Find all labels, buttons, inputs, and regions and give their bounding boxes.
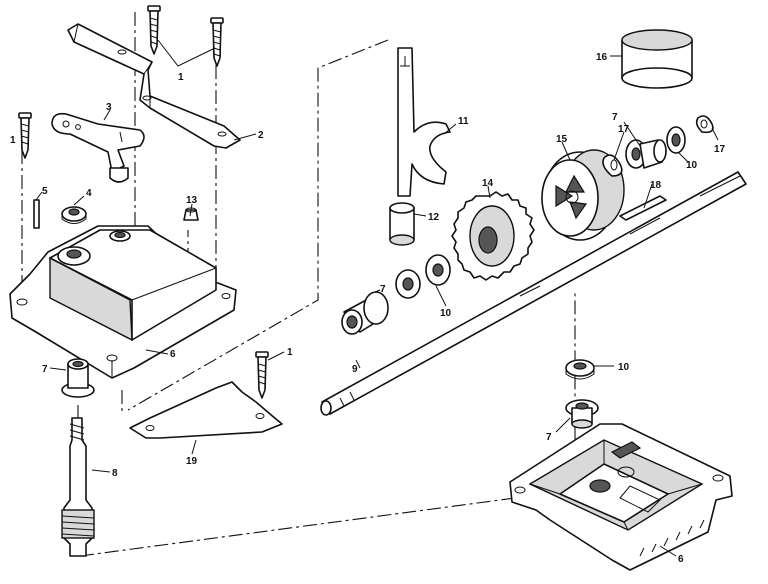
bracket-part-2 — [67, 23, 241, 149]
lever-part-3 — [51, 112, 145, 183]
plate-part-19 — [129, 381, 283, 439]
callout-3: 3 — [106, 102, 112, 113]
callout-4: 4 — [86, 188, 92, 199]
retaining-ring-part-17-right — [695, 115, 714, 134]
callout-7c: 7 — [612, 112, 618, 123]
callout-7b: 7 — [380, 284, 386, 295]
key-part-18 — [619, 195, 667, 221]
bushing-part-7-left — [61, 358, 95, 398]
callout-13: 13 — [186, 195, 198, 206]
bushing-part-7-center — [341, 291, 389, 335]
screw-part-1-lower — [255, 351, 269, 399]
callout-18: 18 — [650, 180, 662, 191]
leader-lines — [35, 39, 719, 557]
pin-part-5 — [33, 199, 40, 229]
callout-7d: 7 — [546, 432, 552, 443]
washer-part-10-center-a — [395, 269, 421, 299]
washer-part-4 — [61, 206, 87, 224]
callout-1b: 1 — [10, 135, 16, 146]
washer-part-10-right — [666, 126, 686, 154]
main-shaft-part-9 — [320, 171, 747, 416]
callout-17a: 17 — [618, 124, 630, 135]
shift-fork-part-11 — [397, 47, 451, 197]
callout-12: 12 — [428, 212, 440, 223]
callout-6b: 6 — [678, 554, 684, 565]
callout-16: 16 — [596, 52, 608, 63]
callout-8: 8 — [112, 468, 118, 479]
worm-shaft-part-8 — [61, 417, 95, 557]
callout-5: 5 — [42, 186, 48, 197]
callout-17b: 17 — [714, 144, 726, 155]
lower-housing-part-6 — [509, 423, 733, 571]
callout-9: 9 — [352, 364, 358, 375]
gear-part-14 — [451, 191, 535, 281]
callout-6a: 6 — [170, 349, 176, 360]
screw-part-1-top — [147, 5, 224, 67]
callout-2: 2 — [258, 130, 264, 141]
pulley-part-15 — [541, 149, 625, 241]
callout-10c: 10 — [618, 362, 630, 373]
bushing-part-7-lower — [565, 399, 599, 429]
callout-1c: 1 — [287, 347, 293, 358]
callout-7a: 7 — [42, 364, 48, 375]
bushing-part-7-right — [625, 139, 667, 169]
callout-11: 11 — [458, 116, 469, 127]
callout-10b: 10 — [686, 160, 698, 171]
callout-19: 19 — [186, 456, 198, 467]
callout-1a: 1 — [178, 72, 184, 83]
upper-housing-part-6 — [9, 225, 237, 379]
washer-part-10-lower — [565, 359, 595, 380]
callout-10a: 10 — [440, 308, 452, 319]
bushing-part-12 — [389, 202, 415, 246]
screw-part-1-left — [18, 112, 32, 159]
assembly-centerlines — [21, 12, 576, 557]
callout-labels: 1 1 1 2 3 4 5 6 6 7 7 7 7 8 9 10 10 10 1… — [10, 52, 726, 565]
washer-part-10-center-b — [425, 254, 451, 286]
callout-15: 15 — [556, 134, 568, 145]
callout-14: 14 — [482, 178, 494, 189]
sleeve-part-16 — [621, 29, 693, 89]
